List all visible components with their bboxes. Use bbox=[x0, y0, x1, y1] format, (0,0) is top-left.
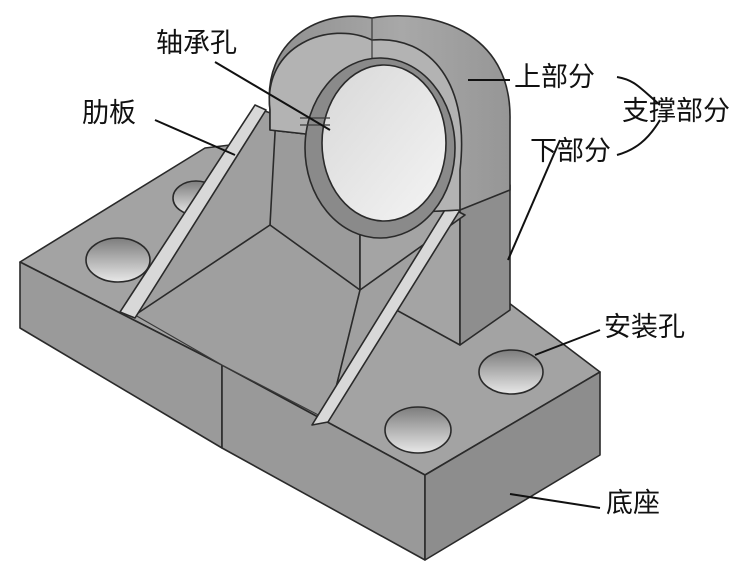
leader-bearing-hole bbox=[214, 61, 331, 131]
label-upper-part: 上部分 bbox=[514, 62, 595, 93]
label-support-part: 支撑部分 bbox=[622, 96, 730, 127]
leader-upper-to-support bbox=[616, 76, 661, 106]
label-lower-part: 下部分 bbox=[530, 136, 611, 167]
leader-lower-to-support bbox=[616, 119, 661, 156]
leader-mount-hole bbox=[534, 329, 601, 356]
label-bearing-hole: 轴承孔 bbox=[156, 28, 237, 59]
mount-hole-front-left bbox=[85, 237, 151, 283]
leader-lines bbox=[154, 61, 661, 509]
label-mount-hole: 安装孔 bbox=[604, 312, 685, 343]
support-upper-part bbox=[268, 15, 511, 239]
leader-base bbox=[509, 493, 601, 509]
leader-lower-part bbox=[507, 139, 561, 261]
mount-hole-back-right bbox=[478, 349, 544, 395]
label-base: 底座 bbox=[606, 488, 660, 519]
label-rib: 肋板 bbox=[82, 98, 136, 129]
bearing-hole bbox=[321, 64, 447, 222]
base-right-face bbox=[424, 371, 601, 561]
leader-rib bbox=[154, 119, 236, 156]
mount-hole-front-right bbox=[384, 406, 452, 454]
